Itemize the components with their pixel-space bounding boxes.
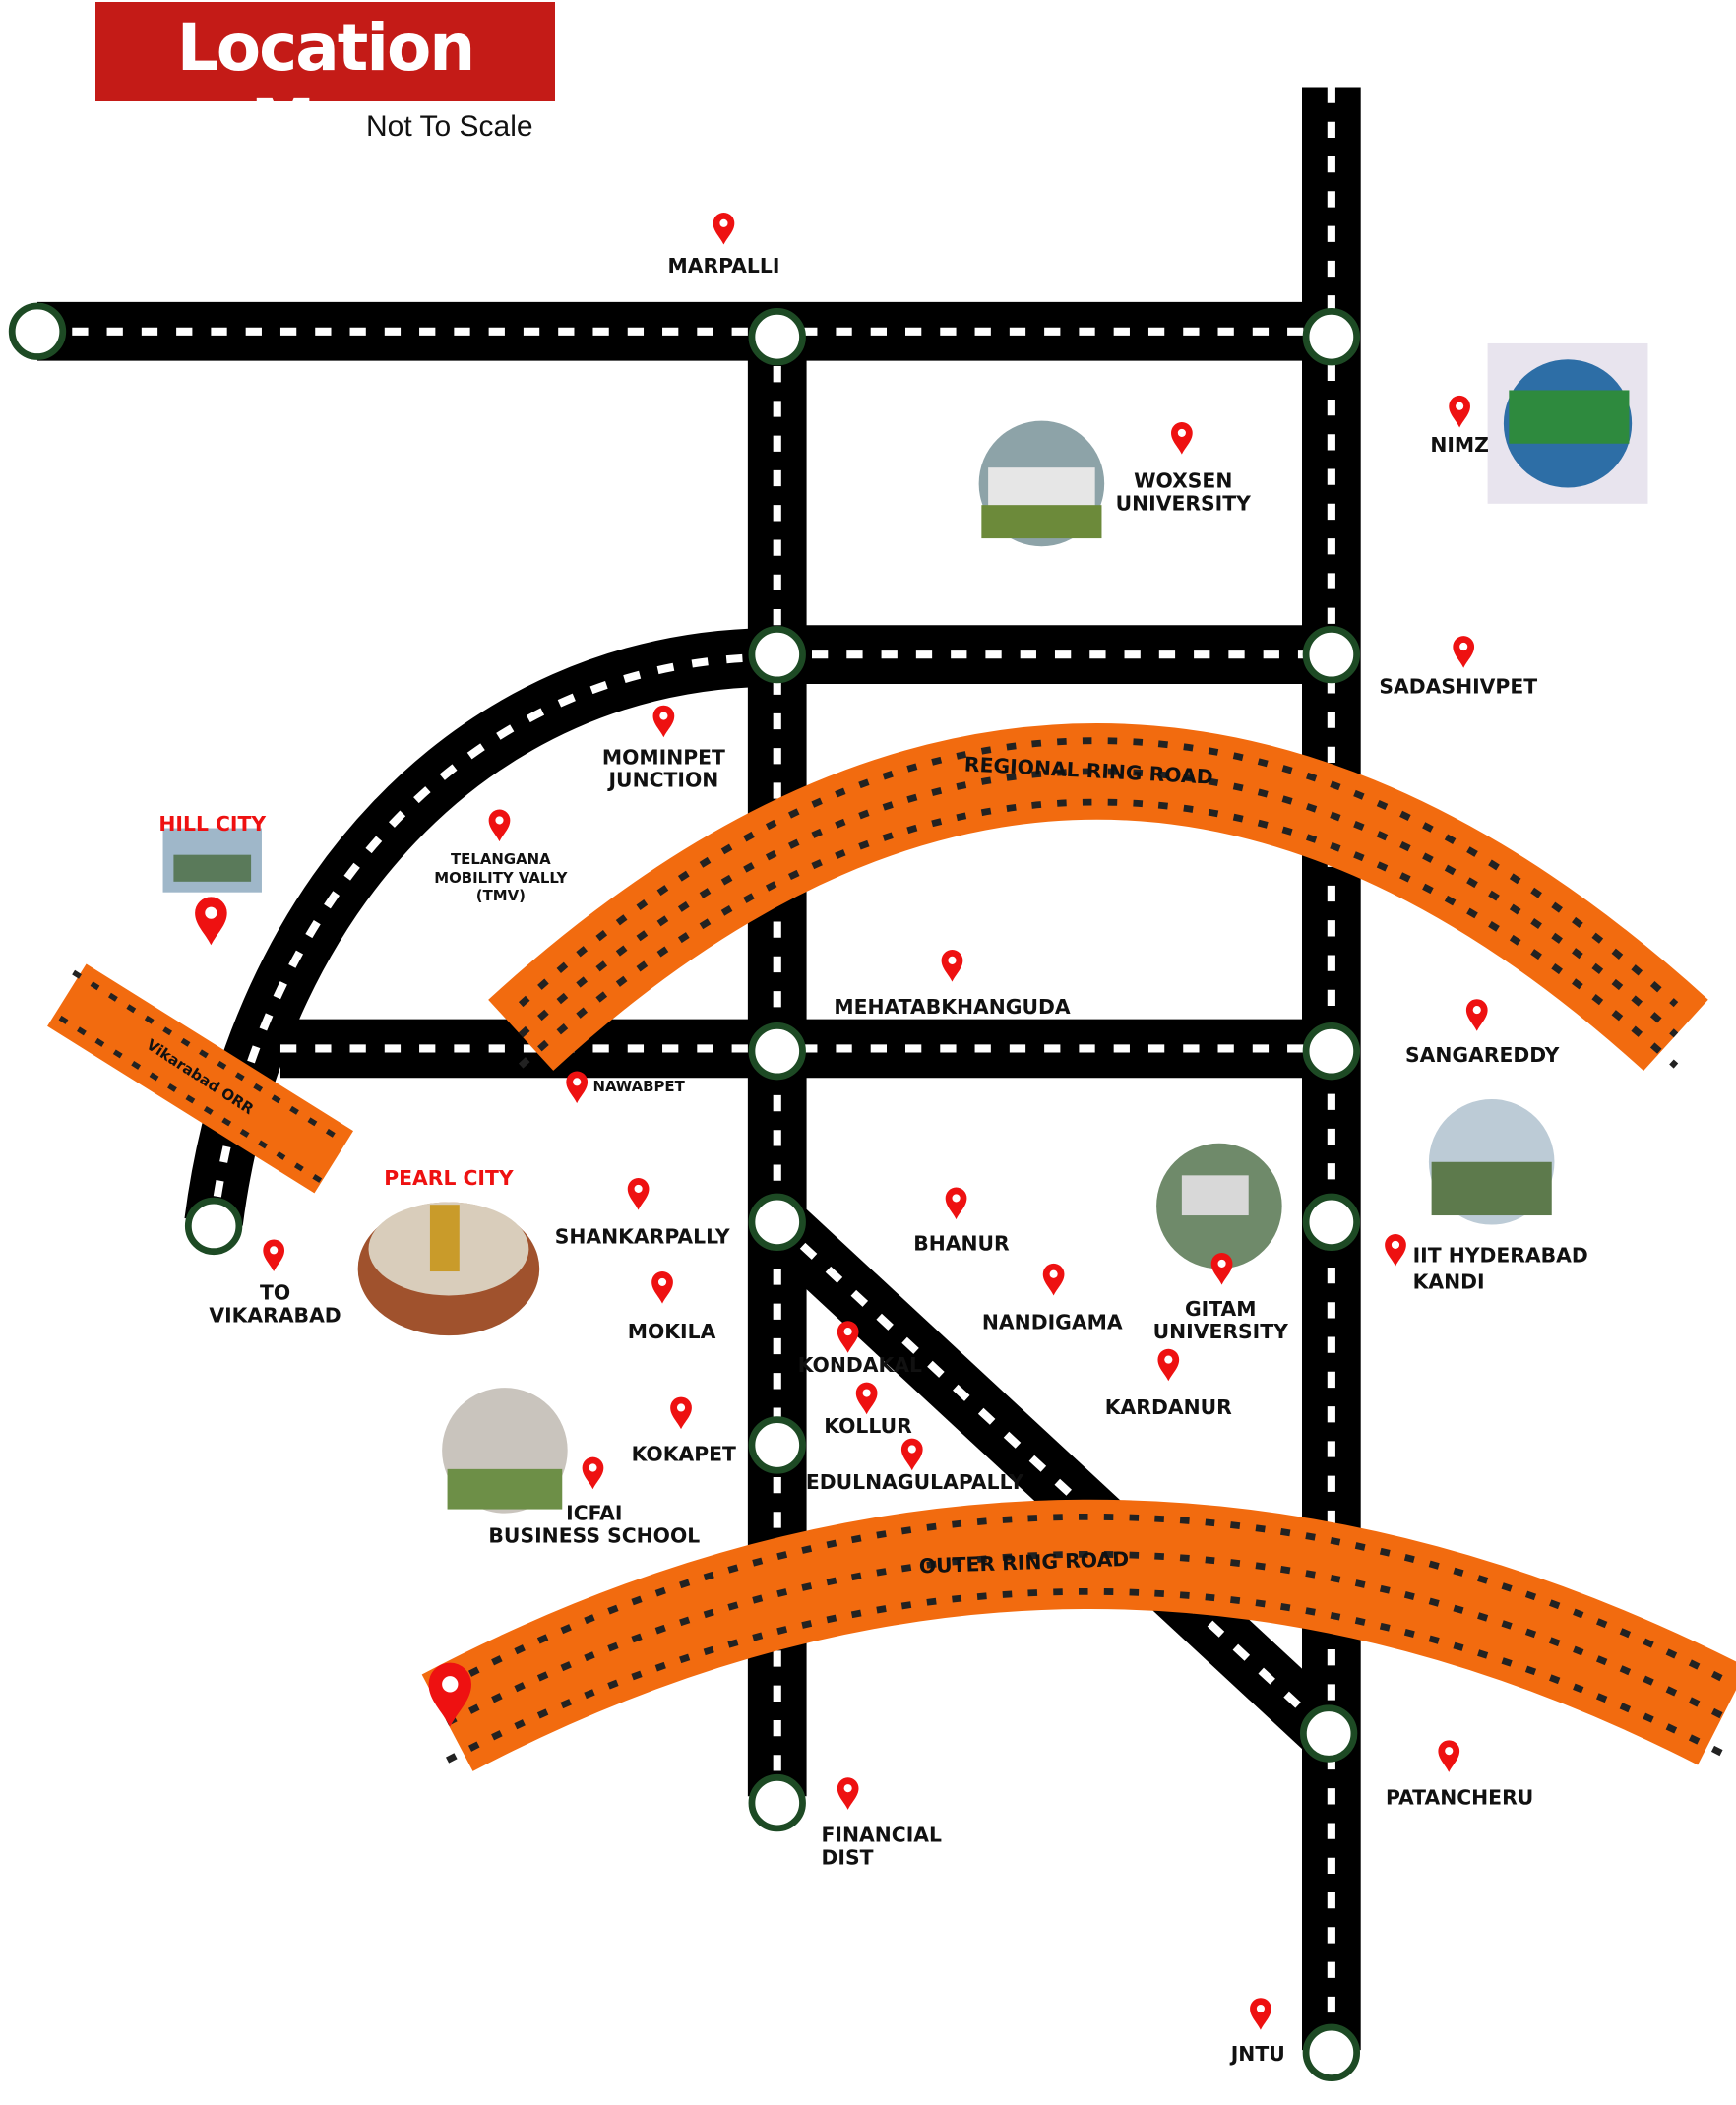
label-gitam-2: UNIVERSITY	[1153, 1320, 1289, 1343]
outer-ring-road: OUTER RING ROAD	[421, 1499, 1736, 1771]
label-sangareddy: SANGAREDDY	[1405, 1043, 1560, 1067]
label-patancheru: PATANCHERU	[1386, 1785, 1533, 1809]
label-nandigama: NANDIGAMA	[982, 1310, 1123, 1333]
label-jntu: JNTU	[1229, 2042, 1285, 2066]
label-woxsen-2: UNIVERSITY	[1116, 492, 1252, 516]
label-pearl-city: PEARL CITY	[384, 1166, 514, 1190]
label-kondakal: KONDAKAL	[798, 1353, 922, 1377]
label-iit-kandi: KANDI	[1413, 1270, 1485, 1294]
label-tmv: TELANGANA	[451, 850, 551, 868]
page-title: Location Map	[176, 10, 476, 161]
label-mokila: MOKILA	[628, 1320, 716, 1343]
label-mehatabkhanguda: MEHATABKHANGUDA	[834, 995, 1071, 1019]
label-vikarabad: VIKARABAD	[209, 1304, 341, 1328]
junction-nodes	[8, 302, 1361, 2082]
label-to-vikarabad: TO	[260, 1281, 290, 1305]
label-mominpet-2: JUNCTION	[606, 768, 718, 791]
label-icfai-2: BUSINESS SCHOOL	[488, 1523, 700, 1547]
label-kollur: KOLLUR	[824, 1414, 912, 1438]
label-kardanur: KARDANUR	[1105, 1395, 1232, 1419]
scale-note: Not To Scale	[366, 110, 533, 143]
label-edulnagulapally: EDULNAGULAPALLY	[806, 1470, 1024, 1494]
label-woxsen: WOXSEN	[1134, 469, 1232, 493]
label-sadashivpet: SADASHIVPET	[1379, 674, 1537, 698]
label-nawabpet: NAWABPET	[592, 1078, 685, 1095]
label-icfai: ICFAI	[566, 1501, 622, 1524]
photo-thumbnails	[162, 342, 1648, 1514]
label-hill-city: HILL CITY	[158, 812, 266, 836]
label-financial: FINANCIAL	[822, 1823, 943, 1846]
label-shankarpally: SHANKARPALLY	[555, 1225, 730, 1249]
label-tmv-2: MOBILITY VALLY	[434, 869, 567, 887]
label-mominpet: MOMINPET	[602, 745, 725, 769]
label-gitam: GITAM	[1185, 1297, 1257, 1321]
label-bhanur: BHANUR	[913, 1231, 1010, 1255]
label-nimz: NIMZ	[1430, 433, 1489, 457]
label-financial-dist: DIST	[822, 1846, 874, 1870]
label-iit-hyderabad: IIT HYDERABAD	[1413, 1244, 1588, 1268]
label-tmv-3: (TMV)	[476, 887, 526, 904]
label-marpalli: MARPALLI	[667, 254, 779, 278]
label-kokapet: KOKAPET	[632, 1443, 736, 1466]
regional-ring-road: REGIONAL RING ROAD	[488, 723, 1708, 1072]
title-banner: Location Map	[95, 2, 555, 161]
